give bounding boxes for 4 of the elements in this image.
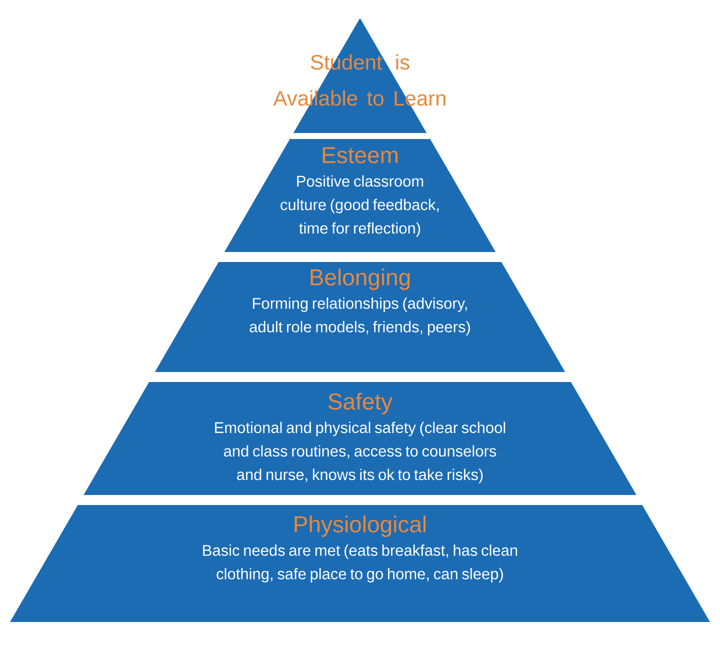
pyramid-level: Physiological Basic needs are met (eats breakfast, has clean clothing, safe place to go home, can sleep): [10, 505, 710, 622]
pyramid-level: Safety Emotional and physical safety (clear school and class routines, access to counselors and nurse, knows its ok to take risks): [84, 382, 636, 495]
pyramid-level: Esteem Positive classroom culture (good feedback, time for reflection): [224, 139, 496, 252]
pyramid-level: Belonging Forming relationships (advisory, adult role models, friends, peers): [154, 262, 566, 372]
